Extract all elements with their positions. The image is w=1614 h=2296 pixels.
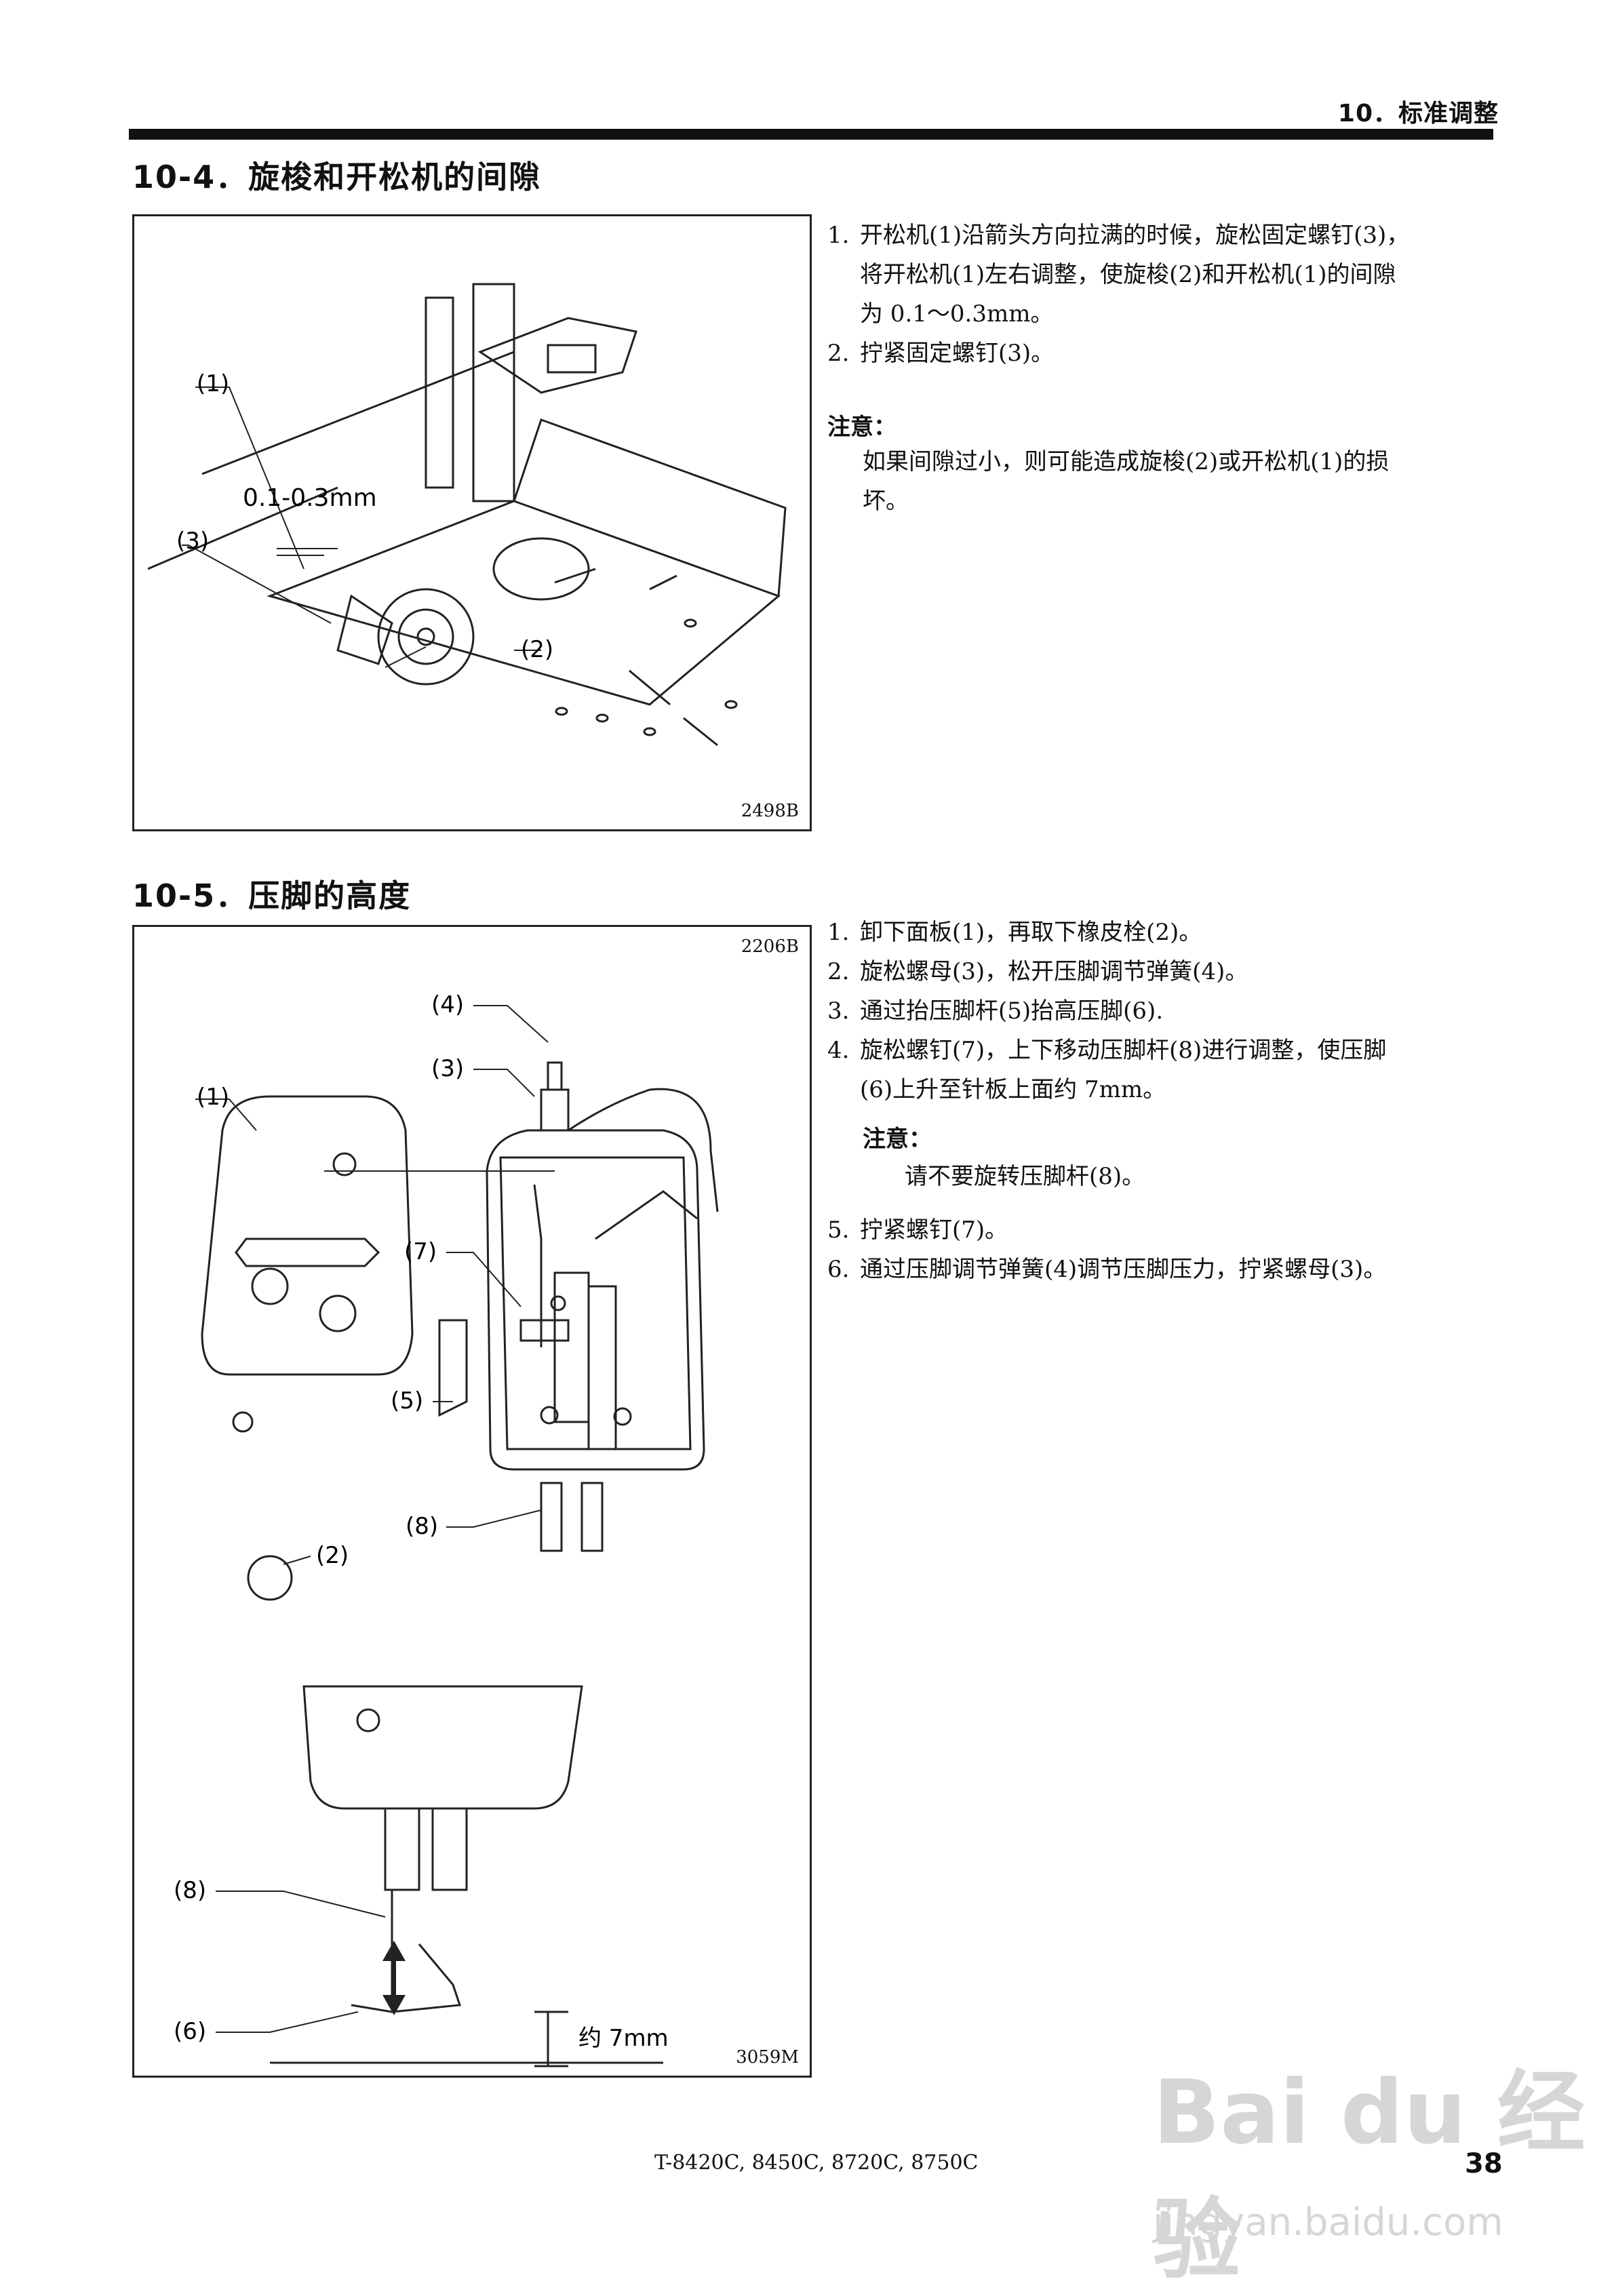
label-3: (3) xyxy=(431,1055,464,1082)
figure-hook-gap: (1) 0.1-0.3mm (3) (2) 2498B xyxy=(132,214,812,831)
label-7: (7) xyxy=(404,1238,437,1265)
figure-code-bottom: 3059M xyxy=(736,2047,799,2067)
header-rule xyxy=(129,129,1493,140)
step-item: 6. 通过压脚调节弹簧(4)调节压脚压力，拧紧螺母(3)。 xyxy=(827,1256,1387,1283)
page-number: 38 xyxy=(1465,2148,1503,2179)
note-text: 请不要旋转压脚杆(8)。 xyxy=(905,1163,1145,1190)
gap-dimension-label: 0.1-0.3mm xyxy=(243,484,377,512)
figure-code: 2498B xyxy=(741,801,799,821)
step-item: 2. 拧紧固定螺钉(3)。 xyxy=(827,340,1055,367)
step-item: 2. 旋松螺母(3)，松开压脚调节弹簧(4)。 xyxy=(827,958,1248,985)
presser-height-illustration: (1) (4) (3) (7) (5) (8) (2) (8) (6) 约 7m… xyxy=(174,991,719,2067)
label-3: (3) xyxy=(176,528,209,555)
height-dimension-label: 约 7mm xyxy=(578,2025,669,2052)
label-8-lower: (8) xyxy=(174,1877,206,1904)
note-text: 如果间隙过小，则可能造成旋梭(2)或开松机(1)的损 坏。 xyxy=(863,448,1390,515)
note-title: 注意： xyxy=(863,1126,932,1153)
label-5: (5) xyxy=(391,1387,423,1414)
label-2: (2) xyxy=(521,636,553,663)
step-item: 5. 拧紧螺钉(7)。 xyxy=(827,1216,1008,1244)
label-1: (1) xyxy=(197,370,229,397)
steps-10-4: 1. 开松机(1)沿箭头方向拉满的时候，旋松固定螺钉(3)， 将开松机(1)左右… xyxy=(827,216,1505,373)
label-6: (6) xyxy=(174,2018,206,2045)
step-item: 3. 通过抬压脚杆(5)抬高压脚(6). xyxy=(827,997,1164,1025)
note-title: 注意： xyxy=(827,414,897,441)
label-4: (4) xyxy=(431,991,464,1018)
step-item: 1. 卸下面板(1)，再取下橡皮栓(2)。 xyxy=(827,919,1202,946)
baidu-watermark-logo: Bai du 经验 xyxy=(1153,2061,1586,2291)
steps-10-5-after: 5. 拧紧螺钉(7)。 6. 通过压脚调节弹簧(4)调节压脚压力，拧紧螺母(3)… xyxy=(827,1210,1546,1289)
section-title-10-4: 10-4．旋梭和开松机的间隙 xyxy=(132,159,542,195)
label-8-upper: (8) xyxy=(406,1513,438,1540)
footer-models: T-8420C, 8450C, 8720C, 8750C xyxy=(654,2151,979,2175)
hook-gap-illustration: (1) 0.1-0.3mm (3) (2) xyxy=(147,283,787,747)
figure-code-top: 2206B xyxy=(741,936,799,957)
watermark-url: jingyan.baidu.com xyxy=(1153,2200,1503,2244)
section-title-10-5: 10-5．压脚的高度 xyxy=(132,877,412,914)
steps-10-5: 1. 卸下面板(1)，再取下橡皮栓(2)。 2. 旋松螺母(3)，松开压脚调节弹… xyxy=(827,913,1505,1109)
label-1: (1) xyxy=(197,1084,229,1111)
chapter-header: 10．标准调整 xyxy=(1337,100,1499,127)
step-item: 1. 开松机(1)沿箭头方向拉满的时候，旋松固定螺钉(3)， 将开松机(1)左右… xyxy=(827,222,1410,328)
step-item: 4. 旋松螺钉(7)，上下移动压脚杆(8)进行调整，使压脚 (6)上升至针板上面… xyxy=(827,1037,1387,1103)
label-2: (2) xyxy=(316,1542,349,1569)
figure-presser-height: 2206B xyxy=(132,925,812,2078)
